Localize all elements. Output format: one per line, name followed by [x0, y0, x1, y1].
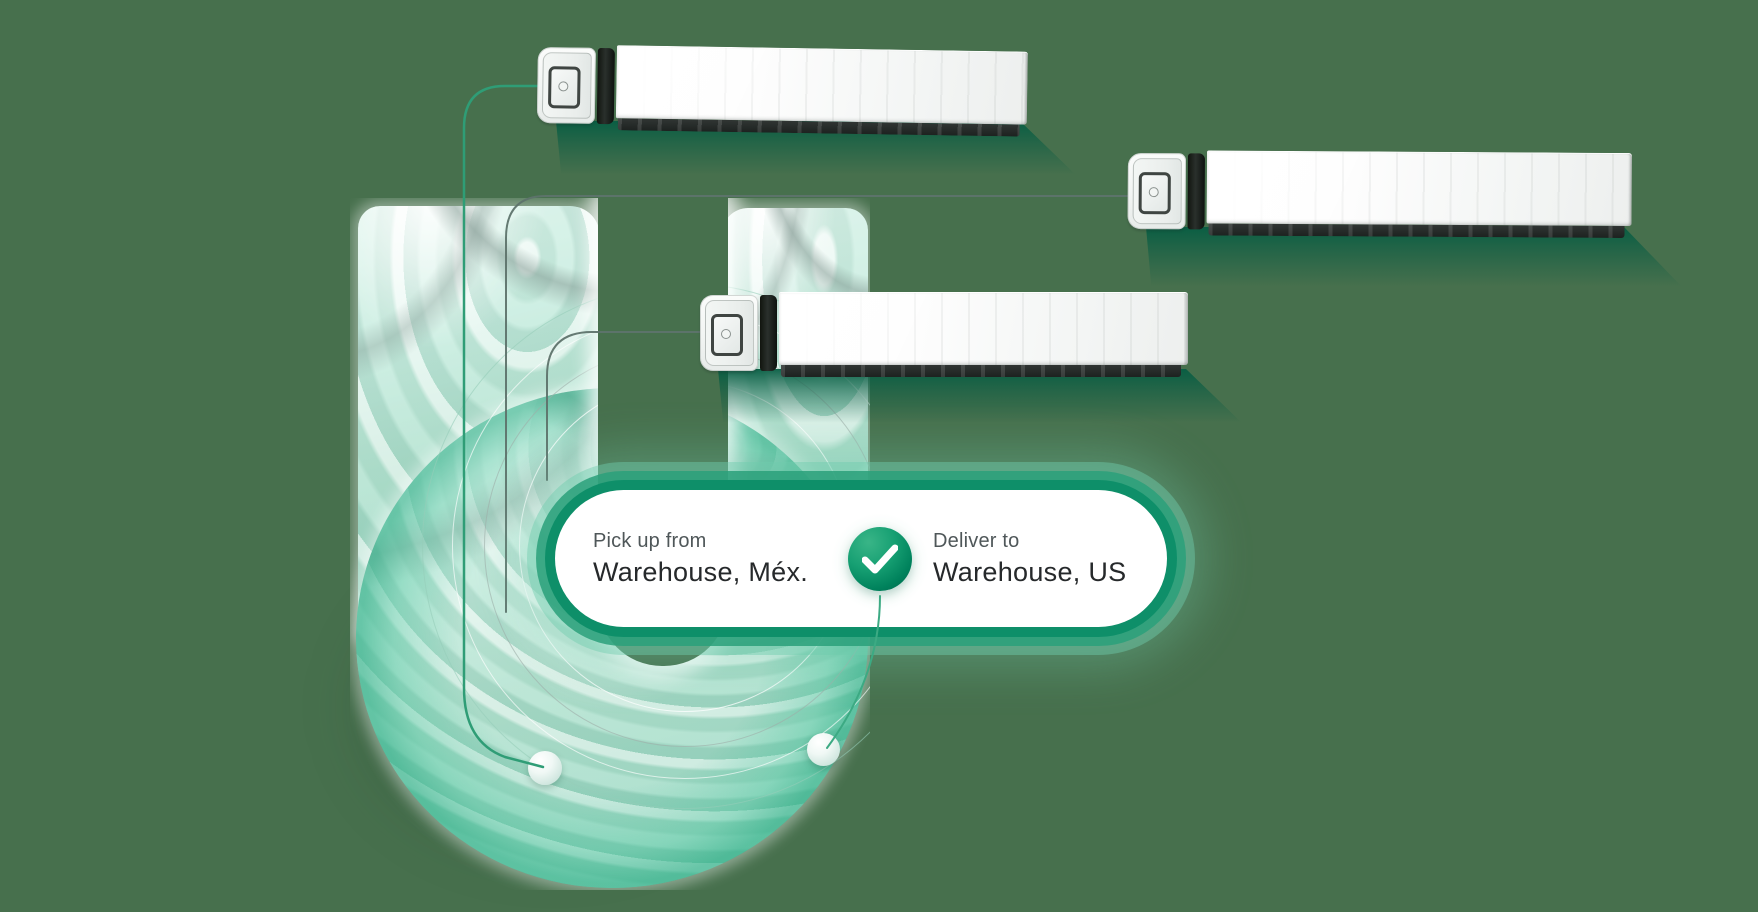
- truck-trailer: [779, 292, 1188, 377]
- connector-line-truck-right: [505, 195, 1130, 613]
- deliver-label: Deliver to: [933, 530, 1020, 552]
- connector-line-truck-top: [462, 84, 545, 769]
- trailer-skirt: [781, 365, 1181, 377]
- truck-middle: [700, 292, 1188, 377]
- cab-trailer-gap: [760, 295, 777, 371]
- truck-middle-shadow: [718, 369, 1242, 423]
- deliver-section: Deliver to Warehouse, US: [933, 531, 1147, 586]
- route-card[interactable]: Pick up from Warehouse, Méx. Deliver to …: [555, 490, 1167, 627]
- drop-line-path: [826, 595, 881, 749]
- swirl-graphic: [350, 198, 870, 890]
- truck-cab: [700, 295, 758, 371]
- pickup-label: Pick up from: [593, 530, 707, 552]
- checkmark-icon: [848, 526, 912, 591]
- orbit-ball-left: [528, 751, 562, 785]
- deliver-value: Warehouse, US: [933, 557, 1127, 587]
- cab-sunroof: [711, 314, 743, 356]
- pickup-section: Pick up from Warehouse, Méx.: [593, 531, 825, 586]
- status-check: [815, 496, 945, 627]
- connector-line-truck-middle: [546, 331, 702, 481]
- pickup-value: Warehouse, Méx.: [593, 557, 809, 587]
- trailer-roof: [779, 292, 1188, 365]
